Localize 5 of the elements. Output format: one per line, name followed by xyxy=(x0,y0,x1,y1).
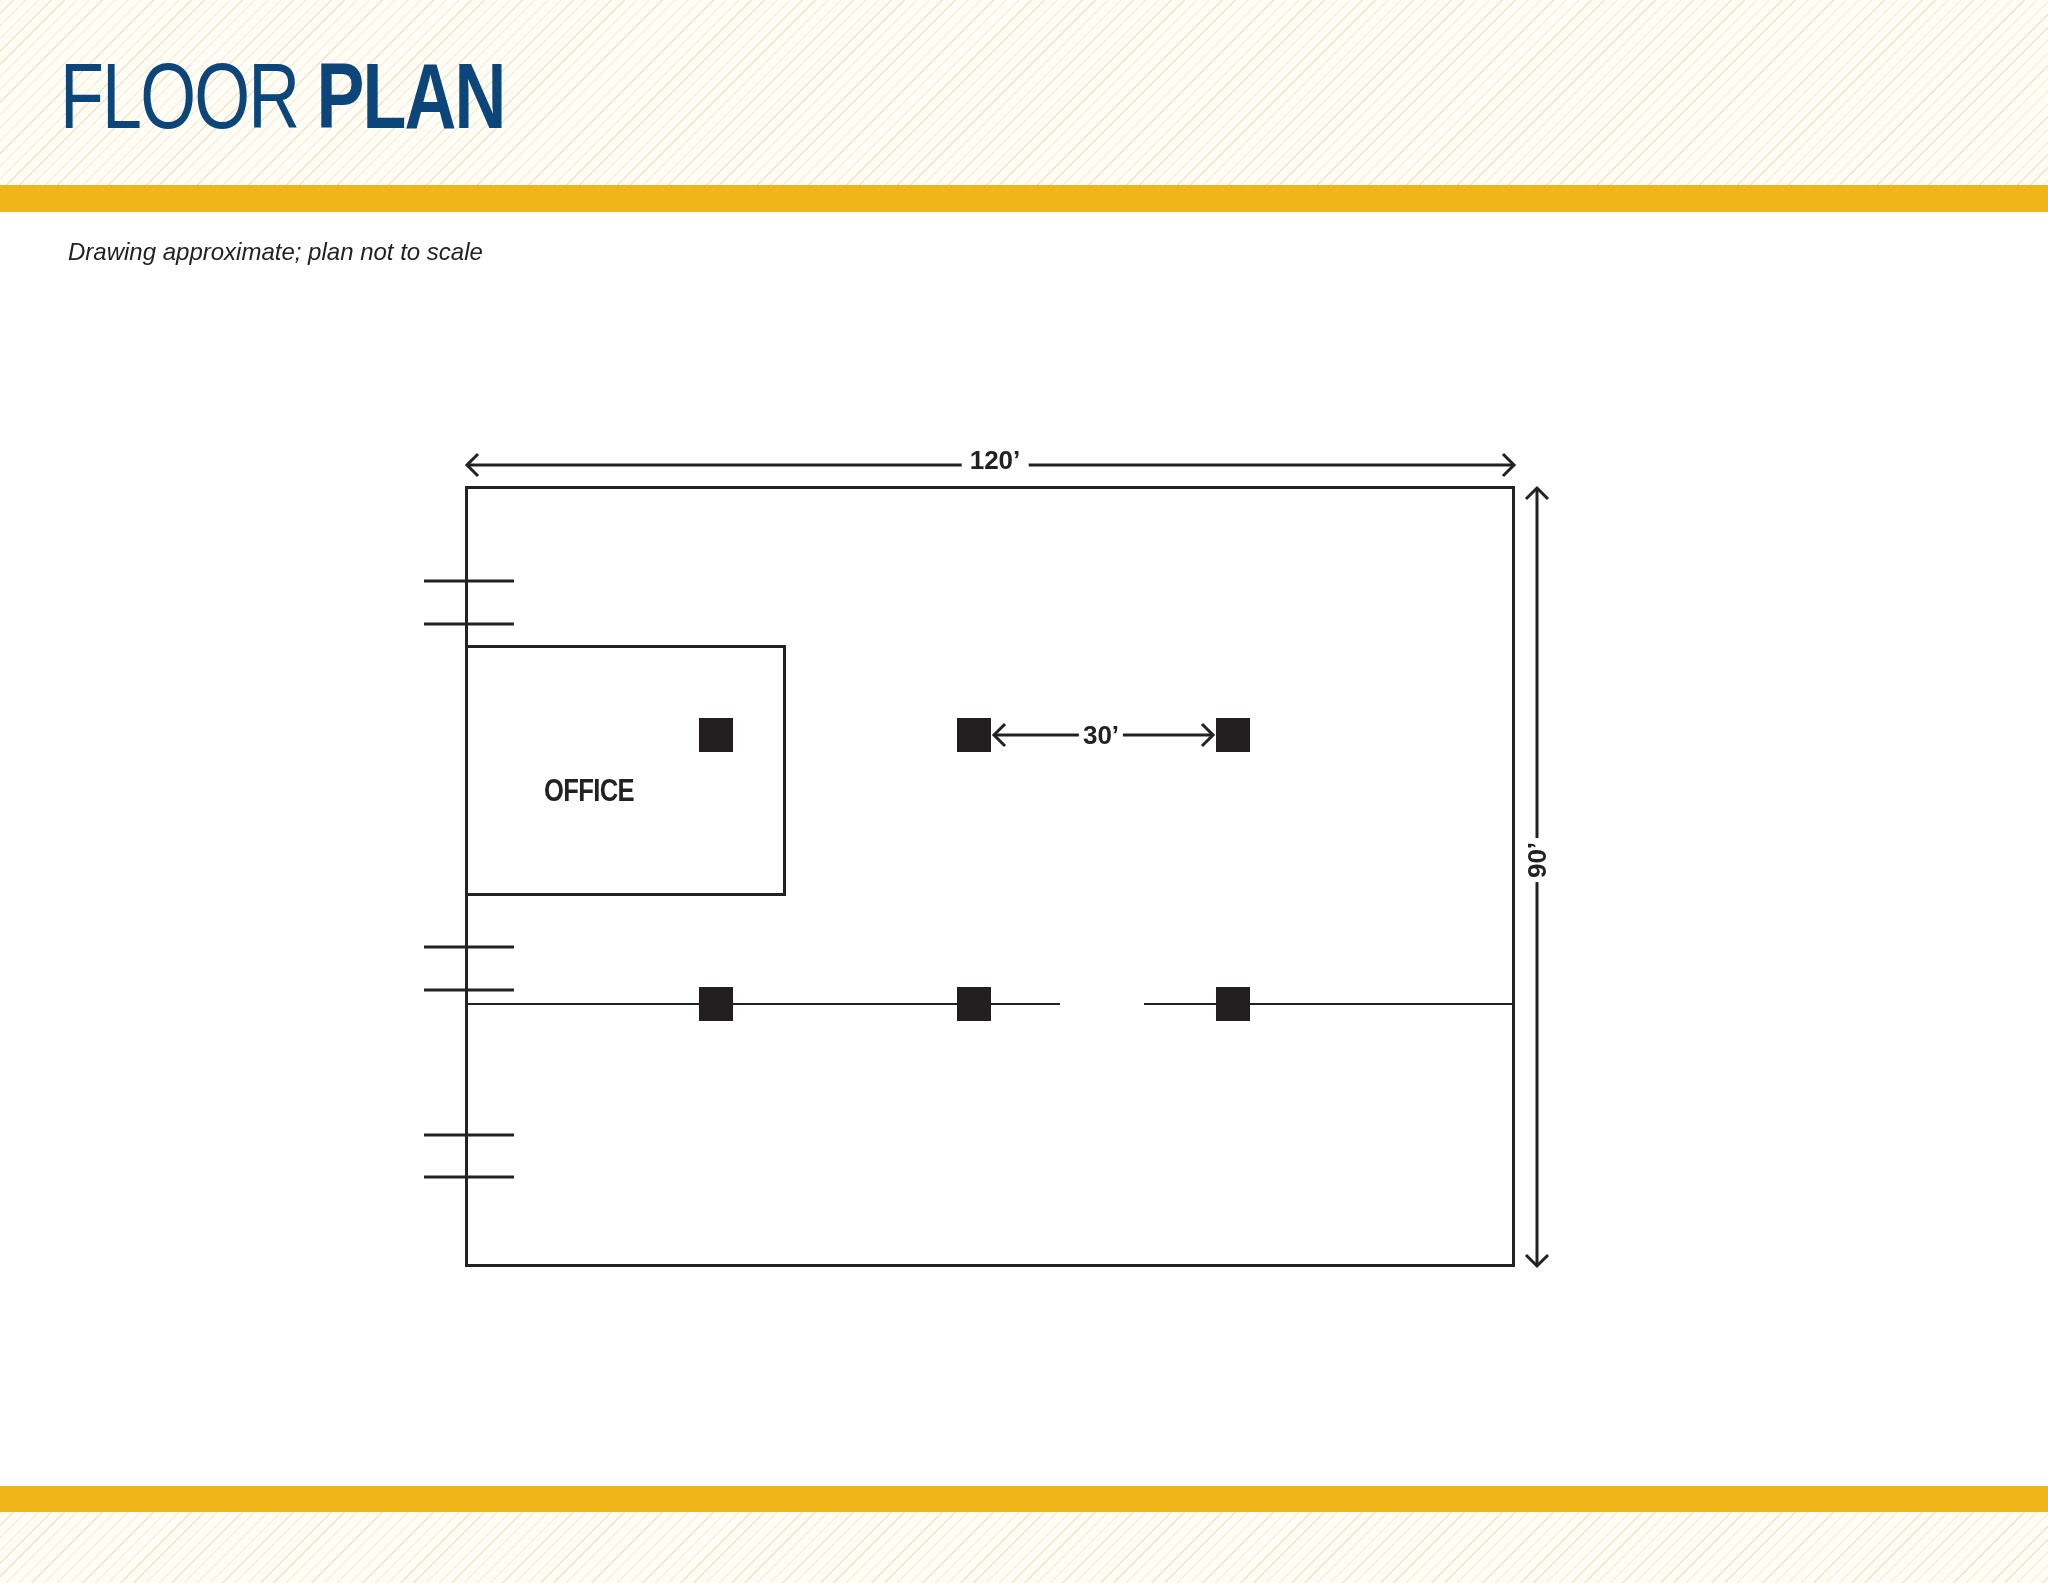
room-outline xyxy=(465,645,786,896)
title: FLOOR PLAN xyxy=(60,50,505,142)
room-label: OFFICE xyxy=(544,771,635,810)
note-text: Drawing approximate; plan not to scale xyxy=(68,240,483,264)
building-outline xyxy=(465,486,1515,1267)
